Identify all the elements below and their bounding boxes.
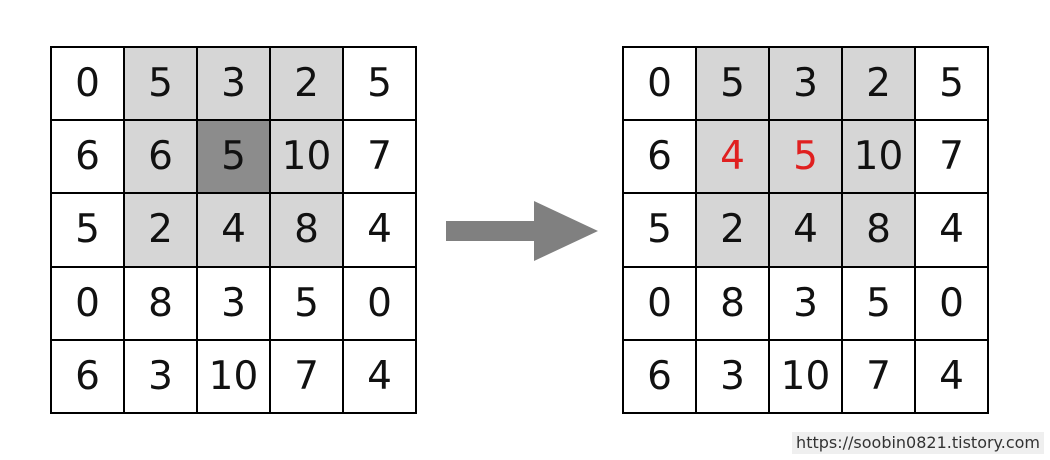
right-arrow-icon [446, 201, 598, 261]
grid-cell: 3 [696, 339, 769, 413]
grid-cell: 2 [270, 47, 343, 121]
grid-cell: 10 [769, 339, 842, 413]
grid-cell: 5 [623, 193, 696, 267]
grid-cell: 5 [696, 47, 769, 121]
grid-cell: 8 [842, 193, 915, 267]
grid-cell: 3 [124, 339, 197, 413]
grid-cell: 2 [124, 193, 197, 267]
grid-cell: 2 [842, 47, 915, 121]
grid-cell: 7 [915, 120, 988, 194]
grid-cell: 10 [197, 339, 270, 413]
grid-cell: 7 [343, 120, 416, 194]
grid-cell: 4 [915, 193, 988, 267]
grid-cell: 4 [197, 193, 270, 267]
grid-cell: 0 [915, 266, 988, 340]
grid-cell: 0 [51, 266, 124, 340]
grid-cell: 5 [915, 47, 988, 121]
grid-cell: 3 [197, 47, 270, 121]
grid-cell: 0 [51, 47, 124, 121]
grid-cell: 5 [343, 47, 416, 121]
watermark: https://soobin0821.tistory.com [792, 432, 1044, 454]
grid-cell: 6 [124, 120, 197, 194]
grid-cell: 4 [915, 339, 988, 413]
grid-cell: 7 [842, 339, 915, 413]
grid-cell: 6 [51, 120, 124, 194]
grid-cell: 7 [270, 339, 343, 413]
grid-cell: 8 [270, 193, 343, 267]
grid-cell: 4 [769, 193, 842, 267]
grid-cell: 8 [696, 266, 769, 340]
grid-cell: 4 [696, 120, 769, 194]
grid-cell: 4 [343, 193, 416, 267]
grid-cell: 5 [124, 47, 197, 121]
grid-cell: 5 [842, 266, 915, 340]
grid-cell: 5 [270, 266, 343, 340]
grid-cell: 4 [343, 339, 416, 413]
grid-cell: 2 [696, 193, 769, 267]
grid-cell: 5 [51, 193, 124, 267]
grid-cell: 5 [769, 120, 842, 194]
grid-cell: 6 [623, 120, 696, 194]
grid-cell: 3 [197, 266, 270, 340]
grid-cell: 10 [842, 120, 915, 194]
grid-cell: 6 [623, 339, 696, 413]
grid-cell: 0 [623, 47, 696, 121]
grid-cell: 10 [270, 120, 343, 194]
grid-cell: 0 [623, 266, 696, 340]
grid-cell: 3 [769, 47, 842, 121]
grid-cell: 3 [769, 266, 842, 340]
grid-cell: 5 [197, 120, 270, 194]
grid-cell: 6 [51, 339, 124, 413]
grid-cell: 8 [124, 266, 197, 340]
grid-cell: 0 [343, 266, 416, 340]
